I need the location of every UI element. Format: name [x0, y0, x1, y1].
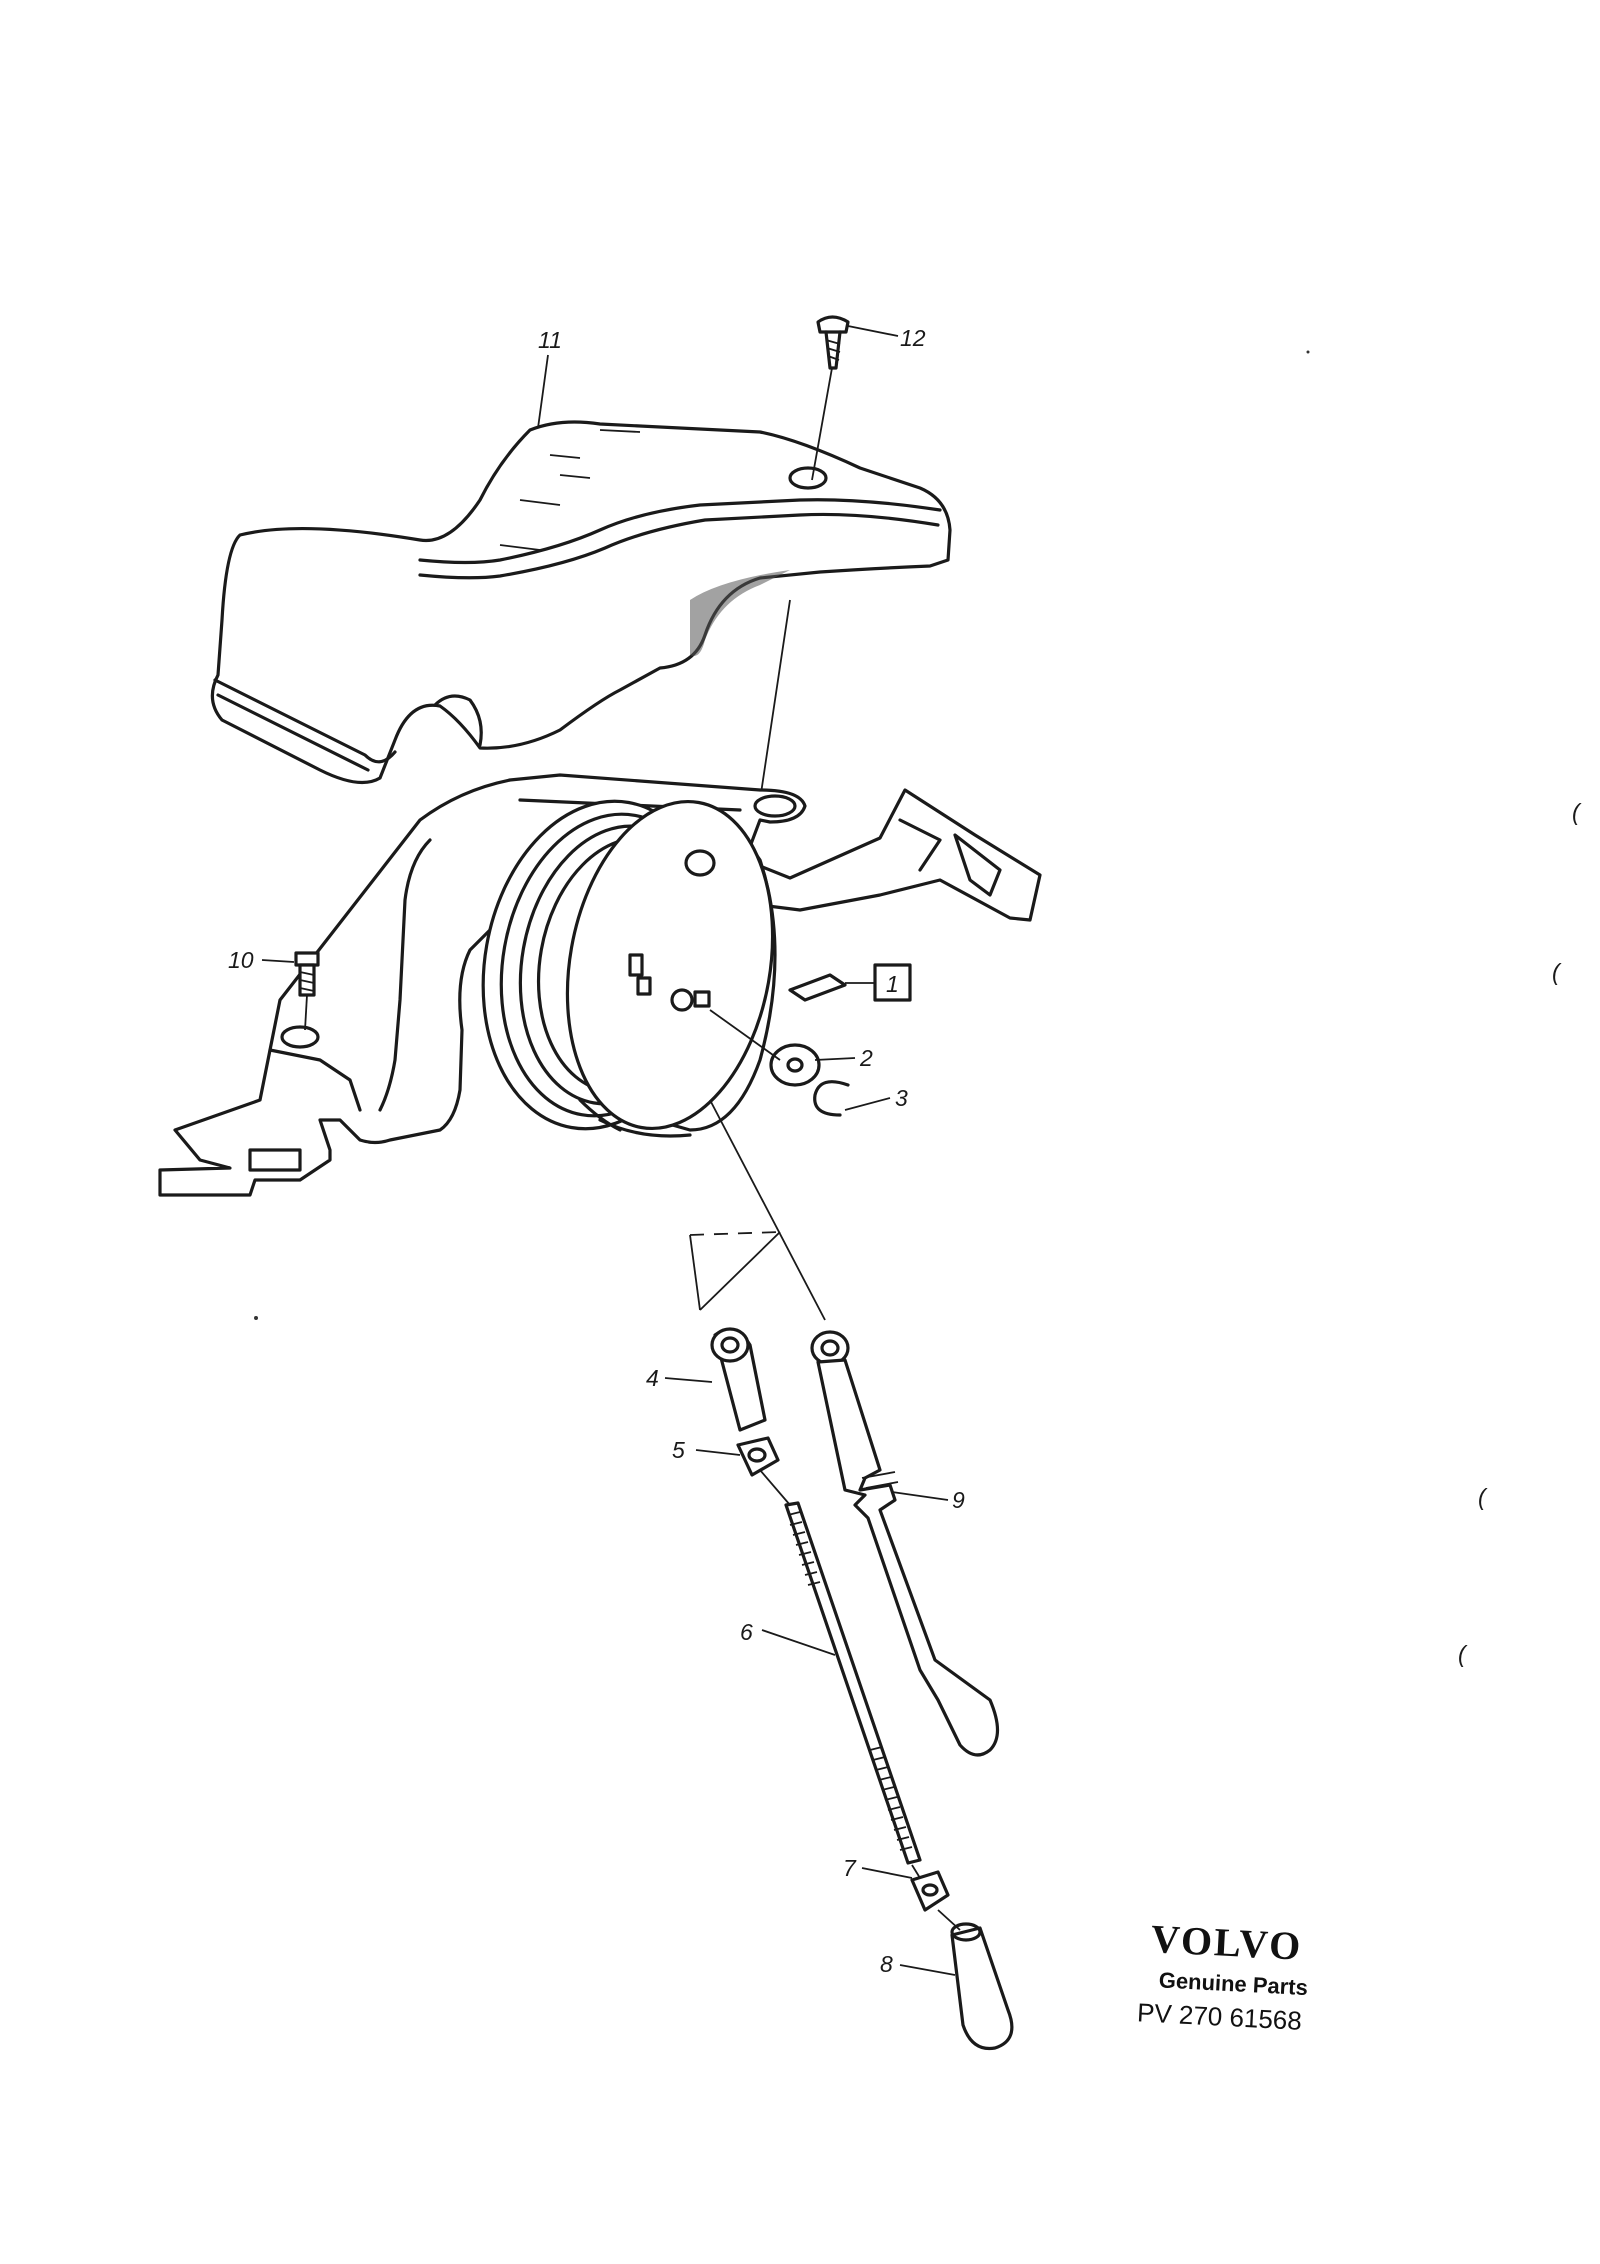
actuator-drum: [481, 799, 777, 1138]
brand-block: VOLVO Genuine Parts PV 270 61568: [1136, 1916, 1308, 2036]
washer-part-2: 2: [709, 1009, 873, 1087]
callout-11: 11: [538, 327, 562, 353]
scan-marks: ( ( ( (: [254, 350, 1582, 1667]
part-1-marker: 1: [788, 963, 912, 1002]
svg-text:(: (: [1572, 799, 1582, 825]
cover-part-11: [210, 420, 952, 785]
clip-part-3: 3: [813, 1080, 908, 1117]
volvo-logo: VOLVO: [1150, 1916, 1304, 1969]
callouts-top: 11 12: [537, 325, 926, 429]
svg-text:(: (: [1458, 1641, 1468, 1667]
bolt-part-10: 10: [228, 947, 320, 1031]
callout-10: 10: [228, 947, 254, 973]
part-code: PV 270 61568: [1136, 1997, 1302, 2036]
callout-5: 5: [672, 1437, 685, 1463]
callout-2: 2: [859, 1045, 873, 1071]
screw-part-12: [759, 315, 850, 801]
svg-text:(: (: [1478, 1484, 1488, 1510]
callout-3: 3: [895, 1085, 908, 1111]
svg-text:(: (: [1552, 959, 1562, 985]
nut-part-5: 5: [672, 1436, 780, 1477]
eye-end-part-4: 4: [646, 1327, 767, 1432]
brand-subtitle: Genuine Parts: [1158, 1967, 1308, 2000]
callout-7: 7: [843, 1855, 857, 1881]
callout-6: 6: [740, 1619, 753, 1645]
callout-12: 12: [900, 325, 926, 351]
threaded-rod-part-6: 6: [740, 1469, 922, 1865]
nut-part-7: 7: [843, 1855, 950, 1912]
callout-1: 1: [886, 971, 899, 997]
link-rod-part-9: 9: [810, 1330, 1000, 1757]
callout-8: 8: [880, 1951, 893, 1977]
ball-end-part-8: 8: [880, 1909, 1014, 2051]
callout-4: 4: [646, 1365, 659, 1391]
callout-9: 9: [952, 1487, 965, 1513]
